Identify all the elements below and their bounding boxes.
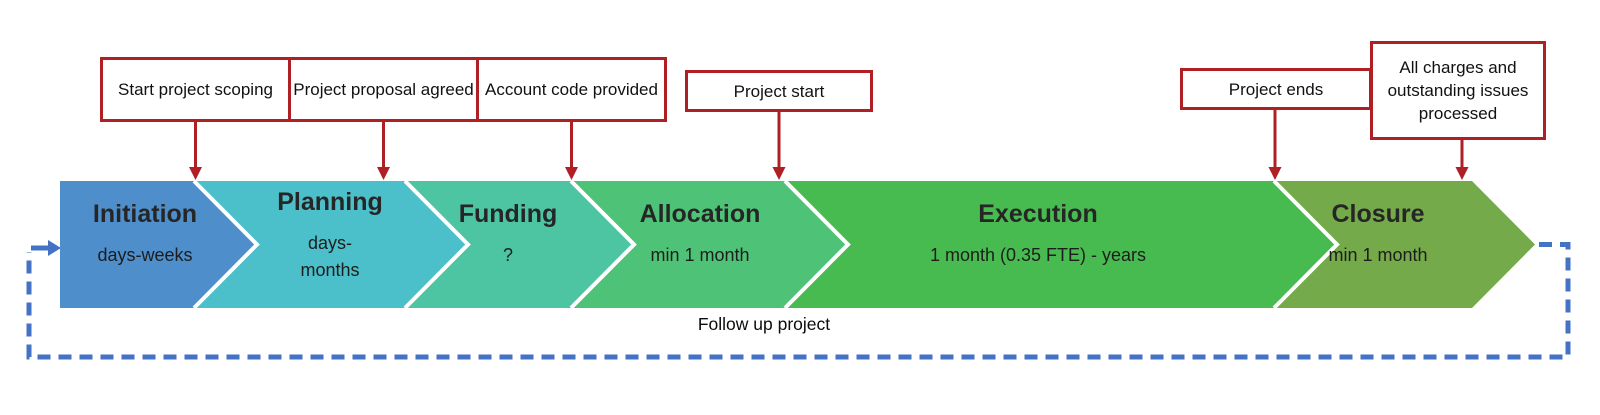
chevron-initiation — [60, 181, 257, 308]
milestone-arrow-charges-processed — [1455, 140, 1469, 180]
chevron-separator — [192, 179, 260, 310]
milestone-arrow-account-code-provided — [565, 122, 578, 180]
milestone-arrow-project-ends — [1268, 110, 1282, 180]
callout-charges-processed: All charges and outstanding issues proce… — [1370, 41, 1546, 140]
callout-project-proposal-agreed: Project proposal agreed — [288, 57, 479, 122]
milestone-arrow-project-start — [772, 112, 786, 180]
chevron-separator — [783, 179, 851, 310]
callout-text: All charges and outstanding issues proce… — [1387, 58, 1529, 123]
milestone-arrow-project-proposal-agreed — [377, 122, 390, 180]
feedback-loop-arrowhead-icon — [48, 240, 61, 256]
chevron-closure — [1274, 181, 1535, 308]
callout-text: Account code provided — [485, 80, 658, 99]
callout-account-code-provided: Account code provided — [476, 57, 667, 122]
milestone-arrow-start-project-scoping — [189, 122, 202, 180]
chevron-separator — [569, 179, 637, 310]
callout-start-project-scoping: Start project scoping — [100, 57, 291, 122]
callout-text: Start project scoping — [118, 80, 273, 99]
callout-project-start: Project start — [685, 70, 873, 112]
callout-text: Project start — [733, 81, 825, 101]
chevron-allocation — [571, 181, 848, 308]
follow-up-project-label: Follow up project — [697, 314, 831, 334]
chevron-separator — [1272, 179, 1340, 310]
callout-project-ends: Project ends — [1180, 68, 1372, 110]
chevron-execution — [785, 181, 1337, 308]
callout-text: Project proposal agreed — [293, 80, 474, 99]
chevron-separator — [403, 179, 471, 310]
chevron-funding — [405, 181, 634, 308]
chevron-planning — [194, 181, 468, 308]
callout-text: Project ends — [1228, 79, 1324, 99]
